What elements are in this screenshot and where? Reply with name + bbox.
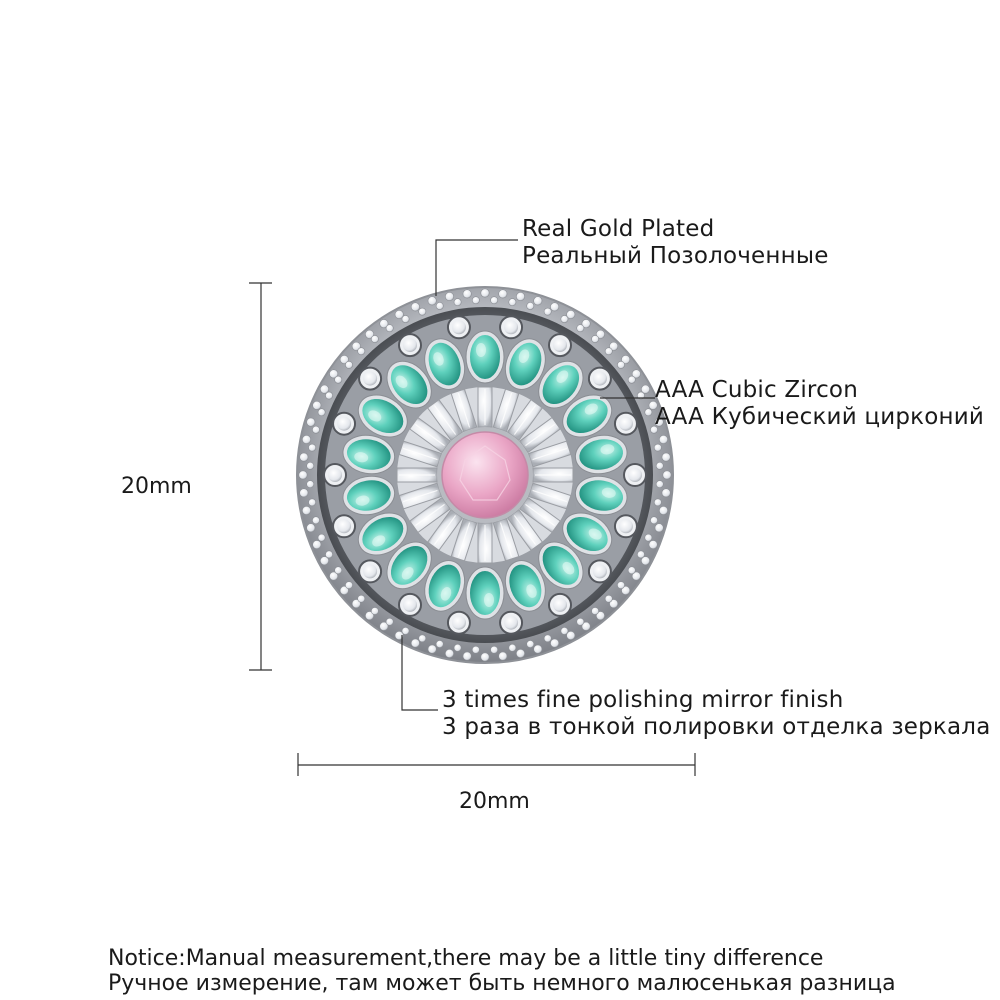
plating-callout-ru: Реальный Позолоченные [522,243,829,269]
height-dimension-label: 20mm [121,474,192,499]
height-dimension-line [249,282,272,671]
stones-callout-en: AAA Cubic Zircon [655,377,858,403]
plating-callout: Real Gold Plated Реальный Позолоченные [522,216,829,270]
notice: Notice:Manual measurement,there may be a… [108,946,896,996]
finish-callout: 3 times fine polishing mirror finish 3 р… [442,687,991,741]
notice-en: Notice:Manual measurement,there may be a… [108,946,824,971]
plating-leader-line [435,239,518,296]
center-pink-stone [437,427,533,523]
stones-callout: AAA Cubic Zircon AAA Кубический цирконий [655,377,984,431]
width-dimension-label: 20mm [459,789,530,814]
bezel-stone-ring [323,315,647,635]
finish-callout-en: 3 times fine polishing mirror finish [442,687,844,713]
plating-callout-en: Real Gold Plated [522,216,715,242]
stones-callout-ru: AAA Кубический цирконий [655,404,985,430]
notice-ru: Ручное измерение, там может быть немного… [108,971,896,996]
finish-callout-ru: 3 раза в тонкой полировки отделка зеркал… [442,714,991,740]
width-dimension-line [297,753,696,776]
finish-leader-line [401,635,438,711]
teal-stone-ring [342,330,628,620]
